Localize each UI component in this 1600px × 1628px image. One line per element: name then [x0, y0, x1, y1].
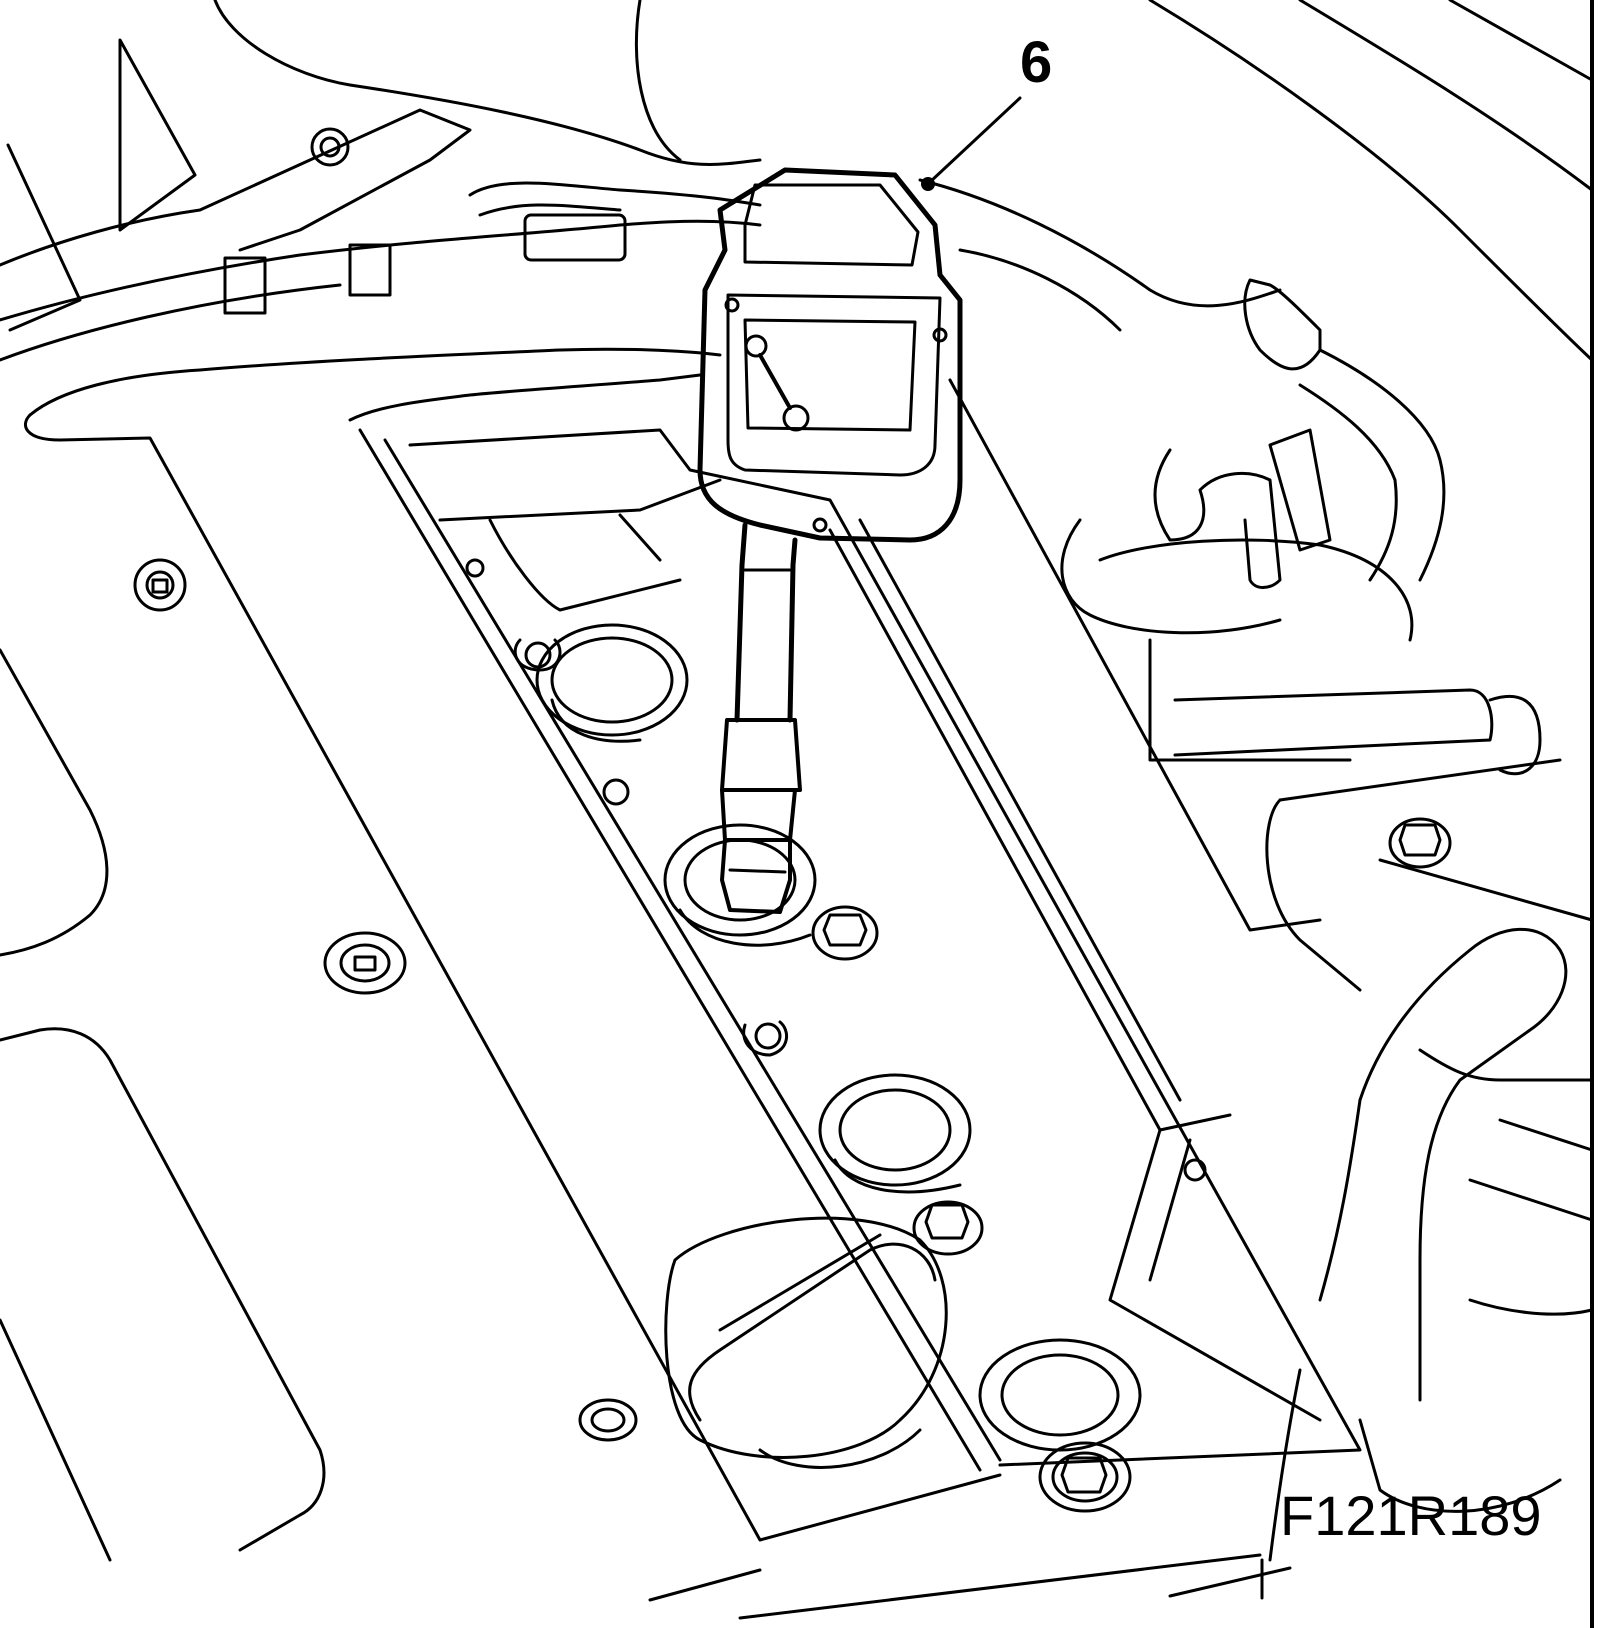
engine-cover-panel: [0, 413, 1292, 1620]
spark-plug-well: [535, 623, 689, 743]
left-bracket-assembly: [0, 38, 762, 417]
spark-plug-well: [818, 1073, 972, 1194]
channel-bolt: [811, 905, 879, 961]
figure-id-label: F121R189: [1280, 1484, 1542, 1547]
cover-bolt: [323, 931, 407, 995]
special-tool-6: [697, 167, 963, 914]
callout-leader-dot: [921, 177, 935, 191]
callout-label-6: 6: [1020, 30, 1052, 95]
upper-background-parts: [213, 0, 1594, 362]
channel-bolt: [1038, 1441, 1132, 1513]
spark-plug-well: [978, 1338, 1142, 1452]
callout-leader-line: [928, 96, 1022, 184]
manifold-bolt: [1388, 817, 1452, 869]
valve-cover-channel: [348, 373, 1362, 1472]
channel-bolt: [912, 1200, 984, 1256]
oil-filler-cap: [664, 1216, 948, 1469]
spark-plug-well: [663, 823, 817, 947]
cover-bolt: [133, 558, 187, 612]
right-side-components: [1060, 278, 1594, 1562]
cover-bolt: [578, 1398, 638, 1442]
